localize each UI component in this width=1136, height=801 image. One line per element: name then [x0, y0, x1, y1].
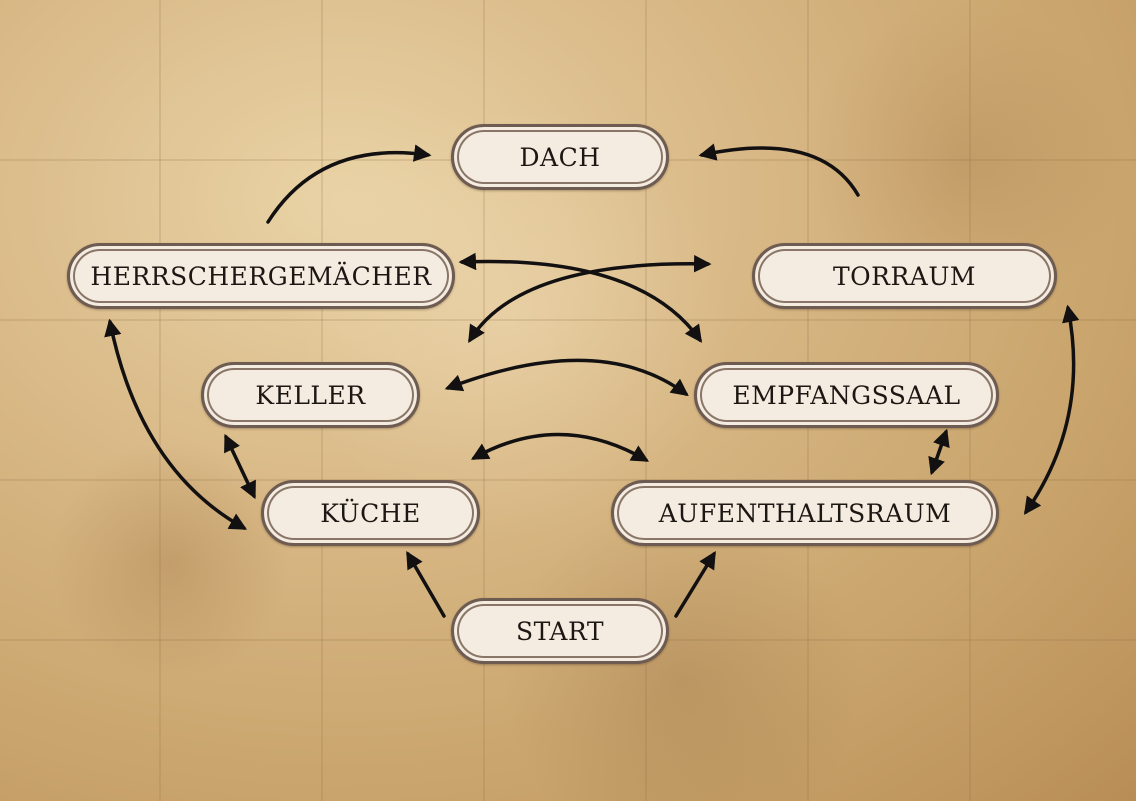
arrow-herrschergemaecher-dach [266, 144, 432, 224]
room-torraum: TORRAUM [752, 243, 1057, 309]
arrow-torraum-aufenthaltsraum [1024, 304, 1080, 515]
arrow-herrschergemaecher-kueche [104, 318, 248, 530]
arrow-keller-empfangssaal [444, 358, 689, 397]
room-empfangssaal: EMPFANGSSAAL [694, 362, 999, 428]
arrow-torraum-dach [698, 143, 860, 197]
room-start: START [451, 598, 669, 664]
arrow-kueche-aufenthaltsraum [470, 432, 650, 462]
room-herrschergemaecher: HERRSCHERGEMÄCHER [67, 243, 455, 309]
arrow-start-aufenthaltsraum [674, 551, 716, 618]
arrow-empfangssaal-aufenthaltsraum [928, 428, 950, 476]
room-aufenthaltsraum: AUFENTHALTSRAUM [611, 480, 999, 546]
arrow-start-kueche [406, 550, 446, 618]
room-keller: KELLER [201, 362, 420, 428]
arrow-keller-kueche [224, 433, 256, 500]
room-kueche: KÜCHE [261, 480, 480, 546]
room-dach: DACH [451, 124, 669, 190]
arrow-torraum-keller [468, 254, 712, 343]
